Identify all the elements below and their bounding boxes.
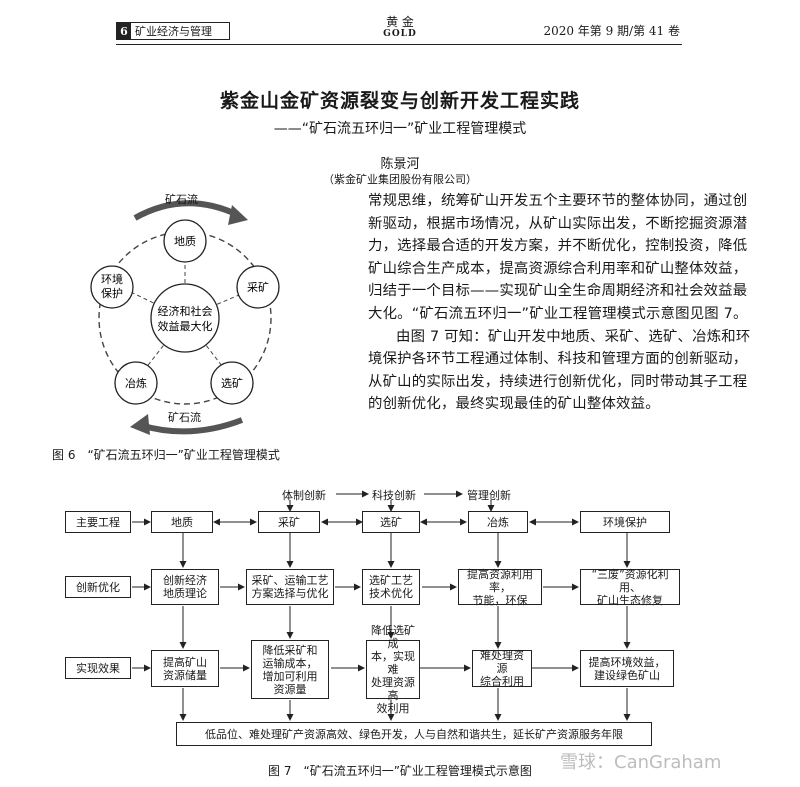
node-smelting-label: 冶炼	[125, 376, 147, 390]
paragraph-2: 由图 7 可知：矿山开发中地质、采矿、选矿、冶炼和环境保护各环节工程通过体制、科…	[368, 328, 751, 413]
node-geology	[163, 219, 207, 263]
node-environment	[90, 265, 134, 309]
optimize-mining: 采矿、运输工艺 方案选择与优化	[246, 569, 334, 605]
node-dressing	[210, 361, 254, 405]
author-name: 陈景河	[380, 157, 420, 172]
node-geology-label: 地质	[174, 235, 196, 248]
page-number: 6	[117, 23, 131, 39]
figure-6-diagram: 矿石流 矿石流 经济和社会 效益最大化 地质 采矿 选矿 冶炼 环境 保护	[90, 192, 280, 435]
header-rule	[116, 44, 682, 45]
optimize-dressing-l1: 选矿工艺	[369, 574, 413, 587]
main-smelting: 冶炼	[468, 511, 528, 533]
top-flow-arrow	[133, 200, 240, 221]
center-label-line1: 经济和社会	[158, 304, 213, 318]
figure-6-caption: 图 6 “矿石流五环归一”矿业工程管理模式	[52, 448, 280, 462]
bottom-ore-flow-label: 矿石流	[168, 410, 201, 424]
effect-geology-l1: 提高矿山	[163, 655, 207, 669]
row-label-main-project: 主要工程	[65, 511, 131, 533]
effect-dressing-l4: 效利用	[376, 702, 410, 715]
journal-name-en: GOLD	[383, 29, 417, 39]
optimize-mining-l1: 采矿、运输工艺	[251, 574, 329, 587]
effect-dressing-l1: 降低选矿成	[371, 624, 415, 650]
effect-mining-l1: 降低采矿和	[262, 643, 318, 657]
figure-7-connectors	[132, 490, 631, 721]
label-tech-innovation: 科技创新	[372, 489, 416, 502]
optimize-geology-l1: 创新经济	[163, 574, 207, 587]
watermark: 雪球：CanGraham	[560, 752, 722, 773]
effect-smelting: 难处理资源 综合利用	[472, 649, 532, 688]
optimize-geology-l2: 地质理论	[163, 587, 207, 600]
node-mining	[236, 265, 280, 309]
effect-smelting-l1: 难处理资源	[480, 649, 524, 675]
effect-environment-l2: 建设绿色矿山	[594, 668, 660, 682]
author-affiliation: （紫金矿业集团股份有限公司）	[323, 173, 477, 186]
effect-mining: 降低采矿和 运输成本， 增加可利用 资源量	[251, 640, 329, 699]
center-label-line2: 效益最大化	[158, 319, 213, 333]
optimize-dressing-l2: 技术优化	[369, 587, 413, 600]
label-management-innovation: 管理创新	[467, 489, 511, 502]
node-smelting	[114, 361, 158, 405]
journal-name: 黄 金 GOLD	[360, 16, 440, 40]
paragraph-1: 常规思维，统筹矿山开发五个主要环节的整体协同，通过创新驱动，根据市场情况，从矿山…	[368, 193, 748, 322]
section-tag: 6 矿业经济与管理	[116, 22, 230, 40]
optimize-environment-l2: 矿山生态修复	[597, 593, 663, 607]
optimize-smelting: 提高资源利用率， 节能，环保	[458, 567, 542, 607]
optimize-geology: 创新经济 地质理论	[151, 569, 219, 605]
section-name: 矿业经济与管理	[135, 25, 212, 38]
figure-7-caption: 图 7 “矿石流五环归一”矿业工程管理模式示意图	[268, 764, 532, 778]
effect-mining-l4: 资源量	[273, 682, 307, 696]
effect-environment: 提高环境效益， 建设绿色矿山	[580, 650, 674, 687]
optimize-dressing: 选矿工艺 技术优化	[362, 569, 420, 605]
node-dressing-label: 选矿	[221, 377, 243, 390]
effect-smelting-l2: 综合利用	[480, 675, 524, 688]
node-environment-label-1: 环境	[101, 272, 123, 286]
optimize-environment: “三废”资源化利用、 矿山生态修复	[580, 567, 680, 607]
issue-info: 2020 年第 9 期/第 41 卷	[543, 24, 680, 38]
result-box: 低品位、难处理矿产资源高效、绿色开发，人与自然和谐共生，延长矿产资源服务年限	[176, 722, 652, 746]
effect-geology-l2: 资源储量	[163, 668, 207, 682]
article-title: 紫金山金矿资源裂变与创新开发工程实践	[219, 90, 580, 112]
row-label-optimization: 创新优化	[65, 576, 131, 598]
bottom-arrowhead	[130, 414, 150, 435]
article-subtitle: ——“矿石流五环归一”矿业工程管理模式	[273, 121, 527, 137]
effect-dressing-l3: 处理资源高	[371, 676, 415, 702]
bottom-flow-arrow	[139, 417, 244, 435]
node-environment-label-2: 保护	[101, 286, 123, 300]
label-institutional-innovation: 体制创新	[282, 489, 326, 502]
effect-mining-l3: 增加可利用	[262, 669, 318, 683]
optimize-environment-l1: “三废”资源化利用、	[591, 567, 669, 594]
center-circle	[150, 283, 220, 353]
top-ore-flow-label: 矿石流	[165, 192, 198, 206]
main-mining: 采矿	[258, 511, 320, 533]
main-environment: 环境保护	[580, 511, 670, 533]
effect-geology: 提高矿山 资源储量	[151, 650, 219, 687]
effect-dressing: 降低选矿成 本，实现难 处理资源高 效利用	[366, 624, 420, 715]
effect-environment-l1: 提高环境效益，	[588, 655, 666, 669]
optimize-mining-l2: 方案选择与优化	[251, 587, 329, 600]
journal-name-cn: 黄 金	[386, 15, 414, 29]
effect-mining-l2: 运输成本，	[262, 656, 318, 670]
effect-dressing-l2: 本，实现难	[371, 650, 415, 676]
body-text: 常规思维，统筹矿山开发五个主要环节的整体协同，通过创新驱动，根据市场情况，从矿山…	[368, 190, 760, 416]
main-geology: 地质	[151, 511, 213, 533]
node-mining-label: 采矿	[247, 281, 269, 294]
optimize-smelting-l1: 提高资源利用率，	[467, 567, 533, 594]
optimize-smelting-l2: 节能，环保	[472, 593, 528, 607]
row-label-effect: 实现效果	[65, 657, 131, 679]
top-arrowhead	[228, 205, 248, 225]
main-dressing: 选矿	[362, 511, 420, 533]
